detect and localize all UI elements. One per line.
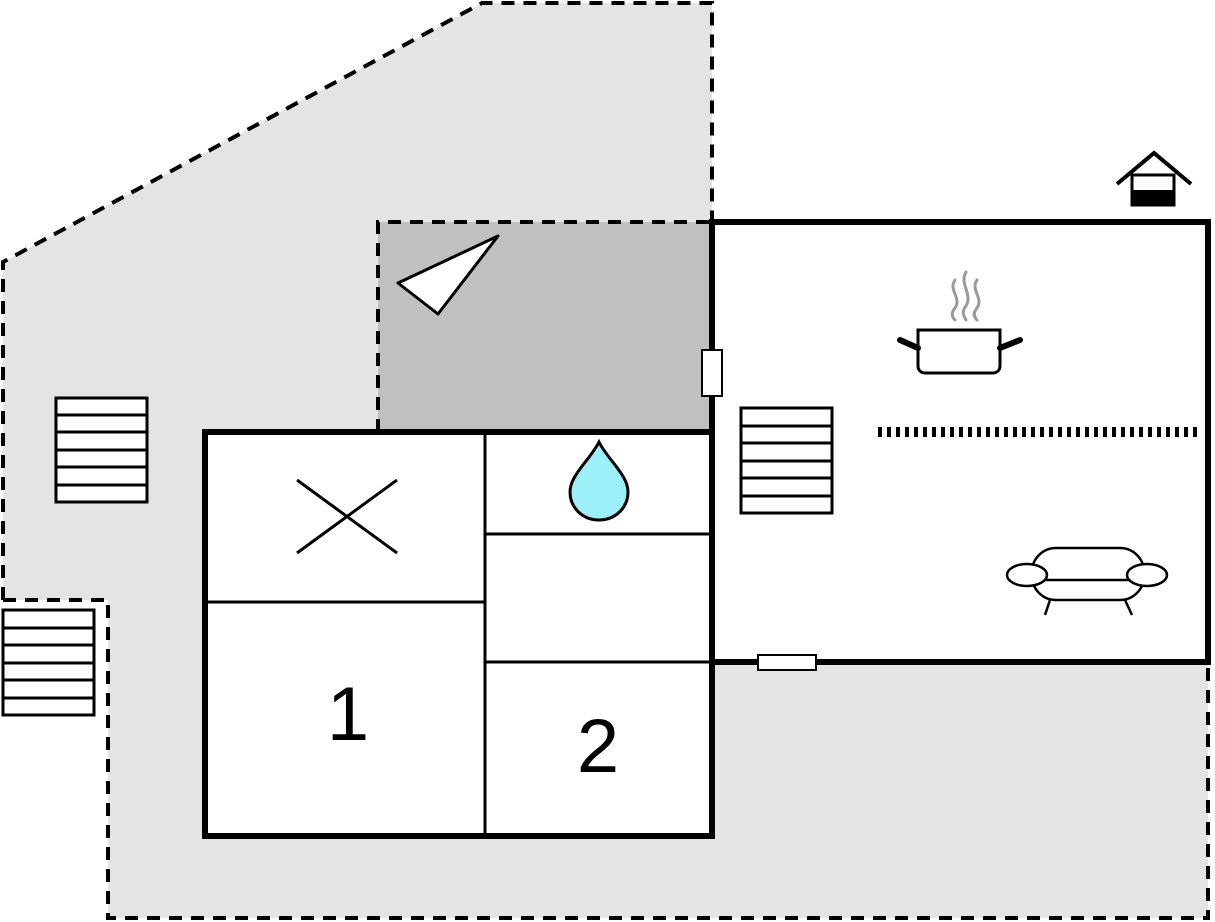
door-garden <box>757 654 817 671</box>
exterior-walls <box>202 219 1211 839</box>
cross-icon <box>296 478 398 555</box>
room-label-1: 1 <box>327 672 369 757</box>
sofa-icon <box>1005 546 1169 616</box>
outdoor-area <box>3 3 1208 918</box>
interior-walls <box>205 432 712 836</box>
house-icon <box>1115 150 1193 207</box>
bedrooms-block <box>205 432 712 836</box>
stairs-icon <box>1 608 96 717</box>
water-drop-icon <box>568 438 630 522</box>
terrace-area <box>378 222 712 432</box>
stairs-icon <box>54 396 149 504</box>
compass-icon <box>396 234 500 316</box>
stairs-icon <box>739 406 834 515</box>
room-label-2: 2 <box>577 704 619 789</box>
cooking-pot-icon <box>897 270 1023 375</box>
door-terrace <box>701 349 723 397</box>
